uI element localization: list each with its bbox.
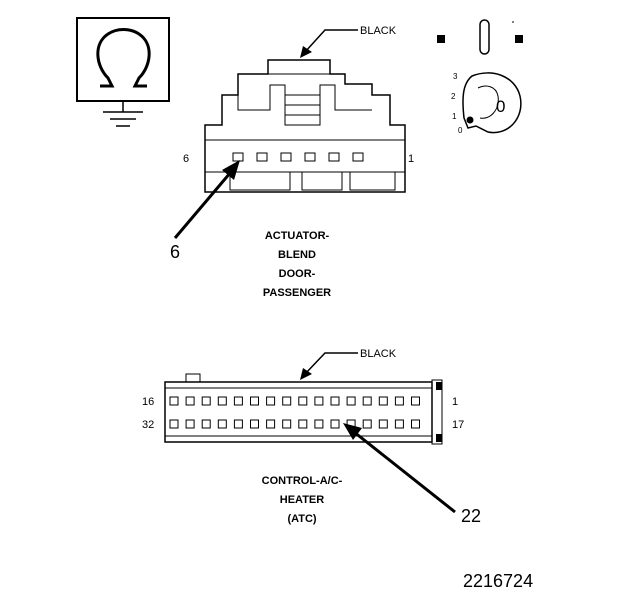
cavity — [266, 396, 276, 406]
position-label-0: 0 — [458, 126, 463, 135]
actuator-color-leader — [300, 29, 358, 58]
cavity — [233, 419, 243, 429]
actuator-pin-left-label: 6 — [183, 153, 189, 165]
cavity — [346, 396, 356, 406]
actuator-color-label: BLACK — [360, 25, 397, 37]
cavity — [314, 396, 324, 406]
cavity — [411, 396, 420, 406]
cavity — [394, 419, 404, 429]
actuator-name: ACTUATOR- BLEND DOOR- PASSENGER — [263, 230, 331, 299]
actuator-name-line-4: PASSENGER — [263, 287, 331, 299]
cavity — [250, 419, 259, 429]
rotary-key-icon — [462, 72, 522, 134]
control-pin-16-label: 16 — [142, 396, 154, 408]
control-pin-row-bottom — [169, 419, 420, 429]
actuator-name-line-1: ACTUATOR- — [265, 230, 330, 242]
position-marker — [466, 116, 474, 124]
cavity — [304, 152, 316, 162]
cavity — [169, 396, 179, 406]
control-name-line-1: CONTROL-A/C- — [262, 475, 343, 487]
cavity — [266, 419, 276, 429]
cavity — [233, 396, 243, 406]
square-icon — [437, 35, 445, 43]
cavity — [328, 152, 340, 162]
actuator-callout-arrow — [173, 160, 240, 239]
square-icon — [515, 35, 523, 43]
cavity — [330, 396, 340, 406]
actuator-name-line-2: BLEND — [278, 249, 316, 261]
control-pin-17-label: 17 — [452, 419, 464, 431]
control-pin-row-top — [169, 396, 420, 406]
actuator-pin-row — [232, 152, 364, 162]
cavity — [378, 396, 388, 406]
position-label-3: 3 — [453, 72, 458, 81]
cavity — [394, 396, 404, 406]
position-label-2: 2 — [451, 92, 456, 101]
slot-icon — [479, 19, 490, 55]
control-color-leader — [300, 352, 358, 380]
cavity — [201, 419, 211, 429]
cavity — [185, 419, 195, 429]
control-callout-label: 22 — [461, 506, 481, 526]
position-center-label: 0 — [496, 97, 505, 116]
cavity — [201, 396, 211, 406]
figure-id: 2216724 — [463, 571, 533, 591]
cavity — [411, 419, 420, 429]
control-name-line-2: HEATER — [280, 494, 324, 506]
omega-icon — [96, 28, 151, 88]
cavity — [169, 419, 179, 429]
control-name-line-3: (ATC) — [287, 513, 316, 525]
cavity — [362, 419, 372, 429]
cavity — [298, 419, 308, 429]
cavity — [298, 396, 308, 406]
cavity — [250, 396, 259, 406]
cavity — [352, 152, 364, 162]
control-connector — [164, 373, 443, 445]
control-pin-1-label: 1 — [452, 396, 458, 408]
cavity — [282, 396, 292, 406]
cavity — [330, 419, 340, 429]
cavity — [232, 152, 244, 162]
cavity — [282, 419, 292, 429]
cavity — [217, 419, 227, 429]
cavity — [378, 419, 388, 429]
control-pin-32-label: 32 — [142, 419, 154, 431]
control-name: CONTROL-A/C- HEATER (ATC) — [262, 475, 343, 525]
position-legend: 0 3 2 1 0 — [437, 19, 523, 135]
cavity — [217, 396, 227, 406]
control-callout-arrow — [343, 423, 456, 514]
cavity — [362, 396, 372, 406]
cavity — [314, 419, 324, 429]
cavity — [185, 396, 195, 406]
position-label-1: 1 — [452, 112, 457, 121]
cavity — [280, 152, 292, 162]
ground-symbol — [76, 17, 170, 127]
actuator-callout-label: 6 — [170, 242, 180, 262]
cavity — [256, 152, 268, 162]
actuator-pin-right-label: 1 — [408, 153, 414, 165]
actuator-connector — [204, 59, 406, 193]
control-color-label: BLACK — [360, 348, 397, 360]
actuator-name-line-3: DOOR- — [279, 268, 316, 280]
